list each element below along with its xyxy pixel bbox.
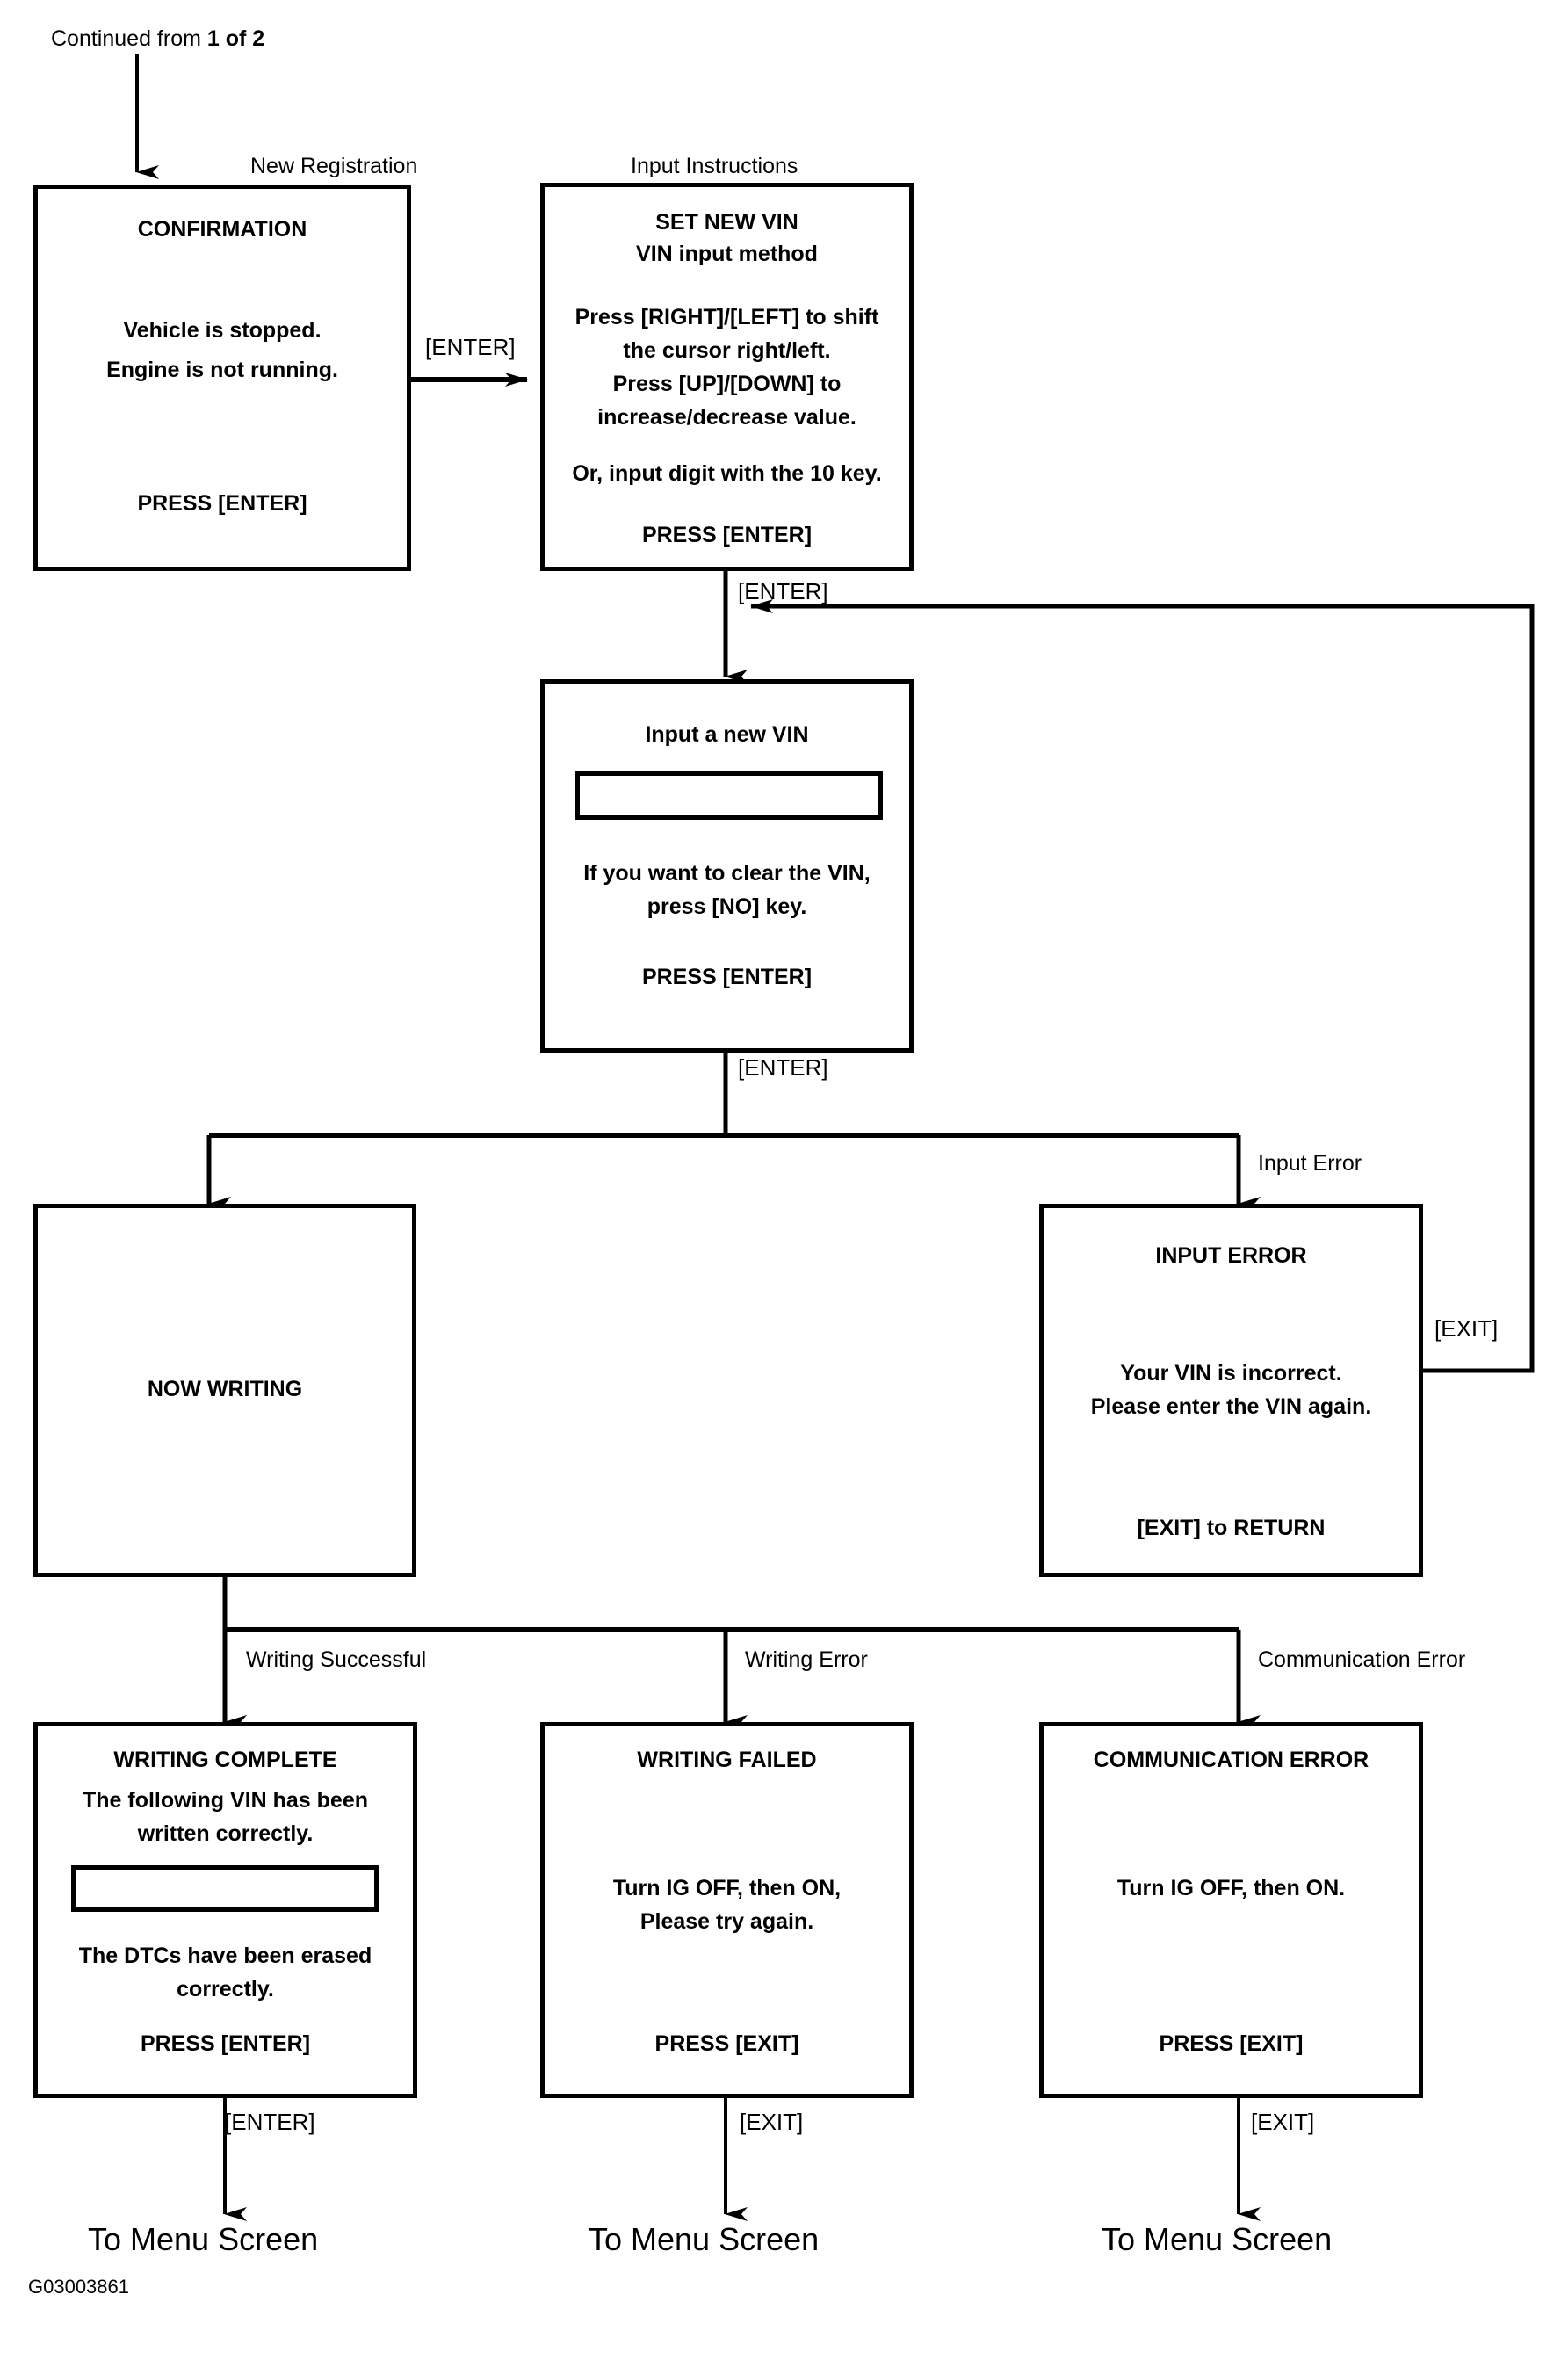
terminal-to-menu-screen-right: To Menu Screen bbox=[1102, 2221, 1333, 2257]
writing-failed-body-line-2: Please try again. bbox=[639, 1909, 814, 1934]
screen-box-confirmation: CONFIRMATION Vehicle is stopped. Engine … bbox=[33, 185, 411, 571]
screen-box-now-writing: NOW WRITING bbox=[33, 1204, 416, 1577]
input-error-footer: [EXIT] to RETURN bbox=[1137, 1516, 1326, 1540]
screen-box-set-new-vin: SET NEW VIN VIN input method Press [RIGH… bbox=[540, 183, 914, 571]
writing-complete-footer: PRESS [ENTER] bbox=[140, 2031, 311, 2056]
set-new-vin-title-line-2: VIN input method bbox=[636, 242, 818, 266]
flow-label-writing-successful: Writing Successful bbox=[246, 1647, 427, 1672]
writing-complete-body-line-4: correctly. bbox=[177, 1977, 274, 2001]
edge-label-enter-inputvin: [ENTER] bbox=[738, 1054, 828, 1081]
communication-error-title: COMMUNICATION ERROR bbox=[1093, 1748, 1369, 1772]
writing-complete-body-line-3: The DTCs have been erased bbox=[78, 1944, 372, 1968]
edge-label-enter-to-menu-left: [ENTER] bbox=[225, 2109, 315, 2135]
set-new-vin-body-line-1: Press [RIGHT]/[LEFT] to shift bbox=[574, 305, 879, 329]
edge-label-exit-to-menu-center: [EXIT] bbox=[740, 2109, 804, 2135]
writing-complete-title: WRITING COMPLETE bbox=[113, 1748, 337, 1772]
set-new-vin-footer: PRESS [ENTER] bbox=[641, 523, 813, 547]
continued-from-note: Continued from 1 of 2 bbox=[51, 26, 264, 52]
screen-box-input-error: INPUT ERROR Your VIN is incorrect. Pleas… bbox=[1039, 1204, 1423, 1577]
confirmation-body-line-1: Vehicle is stopped. bbox=[123, 318, 322, 343]
written-vin-field bbox=[71, 1865, 379, 1912]
input-new-vin-title: Input a new VIN bbox=[645, 722, 809, 747]
writing-complete-body-line-1: The following VIN has been bbox=[82, 1788, 369, 1813]
figure-code: G03003861 bbox=[28, 2276, 129, 2298]
input-error-title: INPUT ERROR bbox=[1155, 1243, 1307, 1268]
input-error-body-line-1: Your VIN is incorrect. bbox=[1120, 1361, 1342, 1386]
writing-failed-body-line-1: Turn IG OFF, then ON, bbox=[612, 1876, 842, 1900]
writing-failed-title: WRITING FAILED bbox=[637, 1748, 817, 1772]
writing-failed-footer: PRESS [EXIT] bbox=[654, 2031, 799, 2056]
set-new-vin-body-line-5: Or, input digit with the 10 key. bbox=[572, 461, 882, 486]
set-new-vin-title-line-1: SET NEW VIN bbox=[655, 210, 798, 235]
writing-complete-body-line-2: written correctly. bbox=[137, 1821, 314, 1846]
screen-box-writing-failed: WRITING FAILED Turn IG OFF, then ON, Ple… bbox=[540, 1722, 914, 2098]
vin-input-field[interactable] bbox=[575, 771, 883, 820]
now-writing-title: NOW WRITING bbox=[147, 1377, 303, 1401]
set-new-vin-body-line-2: the cursor right/left. bbox=[623, 338, 831, 363]
screen-box-input-new-vin: Input a new VIN If you want to clear the… bbox=[540, 679, 914, 1053]
input-new-vin-footer: PRESS [ENTER] bbox=[641, 965, 813, 989]
flow-label-new-registration: New Registration bbox=[250, 154, 418, 178]
screen-box-writing-complete: WRITING COMPLETE The following VIN has b… bbox=[33, 1722, 417, 2098]
flow-label-input-instructions: Input Instructions bbox=[631, 154, 798, 178]
edge-label-enter-setvin: [ENTER] bbox=[738, 578, 828, 604]
set-new-vin-body-line-3: Press [UP]/[DOWN] to bbox=[612, 372, 842, 396]
confirmation-footer: PRESS [ENTER] bbox=[137, 491, 307, 516]
continued-from-reference: 1 of 2 bbox=[206, 26, 265, 51]
terminal-to-menu-screen-left: To Menu Screen bbox=[88, 2221, 319, 2257]
confirmation-title: CONFIRMATION bbox=[137, 217, 307, 242]
communication-error-footer: PRESS [EXIT] bbox=[1159, 2031, 1304, 2056]
input-new-vin-body-line-2: press [NO] key. bbox=[647, 894, 807, 919]
edge-label-exit-to-menu-right: [EXIT] bbox=[1251, 2109, 1315, 2135]
flow-label-communication-error: Communication Error bbox=[1258, 1647, 1466, 1672]
edge-label-enter-confirmation: [ENTER] bbox=[425, 334, 516, 360]
set-new-vin-body-line-4: increase/decrease value. bbox=[597, 405, 856, 430]
terminal-to-menu-screen-center: To Menu Screen bbox=[589, 2221, 820, 2257]
input-error-body-line-2: Please enter the VIN again. bbox=[1090, 1394, 1372, 1419]
continued-from-prefix: Continued from bbox=[51, 26, 201, 51]
edge-label-exit-loopback: [EXIT] bbox=[1434, 1315, 1499, 1342]
flow-label-writing-error: Writing Error bbox=[745, 1647, 868, 1672]
flow-label-input-error: Input Error bbox=[1258, 1151, 1362, 1176]
input-new-vin-body-line-1: If you want to clear the VIN, bbox=[583, 861, 871, 886]
communication-error-body-line-1: Turn IG OFF, then ON. bbox=[1116, 1876, 1346, 1900]
confirmation-body-line-2: Engine is not running. bbox=[106, 358, 338, 382]
screen-box-communication-error: COMMUNICATION ERROR Turn IG OFF, then ON… bbox=[1039, 1722, 1423, 2098]
